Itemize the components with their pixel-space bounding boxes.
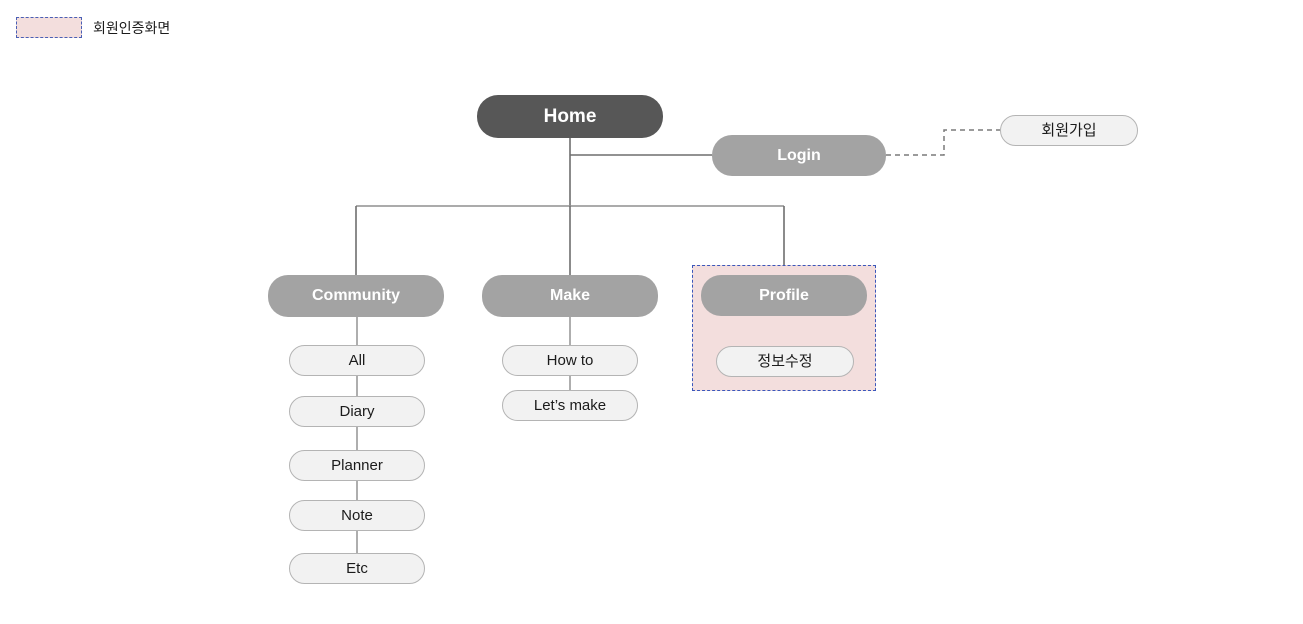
node-profile[interactable]: Profile: [701, 275, 867, 316]
auth-screen-swatch: [16, 17, 82, 38]
edge-login-signup: [886, 129, 1000, 156]
node-lets-make[interactable]: Let’s make: [502, 390, 638, 421]
node-home[interactable]: Home: [477, 95, 663, 138]
node-diary[interactable]: Diary: [289, 396, 425, 427]
node-login[interactable]: Login: [712, 135, 886, 176]
legend-label: 회원인증화면: [93, 19, 171, 36]
node-planner[interactable]: Planner: [289, 450, 425, 481]
node-how-to[interactable]: How to: [502, 345, 638, 376]
node-all[interactable]: All: [289, 345, 425, 376]
node-signup[interactable]: 회원가입: [1000, 115, 1138, 146]
node-make[interactable]: Make: [482, 275, 658, 317]
node-community[interactable]: Community: [268, 275, 444, 317]
node-note[interactable]: Note: [289, 500, 425, 531]
node-etc[interactable]: Etc: [289, 553, 425, 584]
node-edit-info[interactable]: 정보수정: [716, 346, 854, 377]
legend: 회원인증화면: [16, 17, 170, 38]
